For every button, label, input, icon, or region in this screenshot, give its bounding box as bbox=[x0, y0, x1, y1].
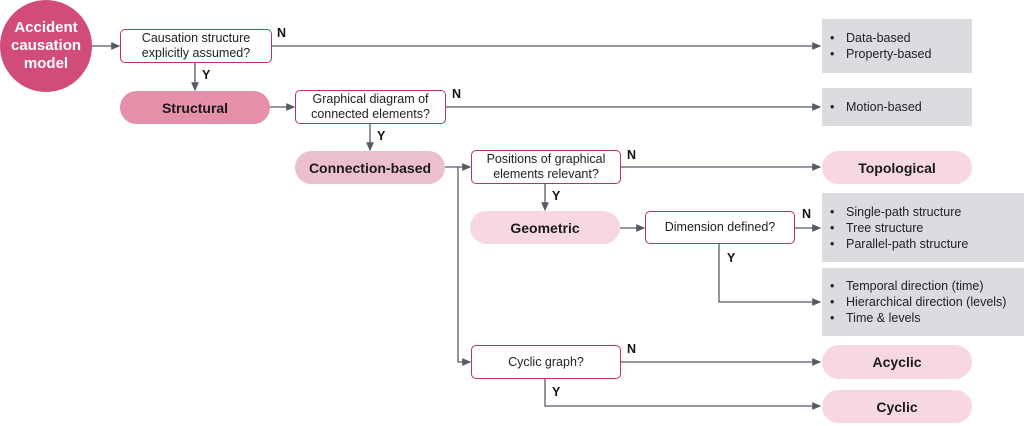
category-connection-based-label: Connection-based bbox=[308, 159, 432, 176]
arrow-cyclic-yes bbox=[544, 379, 822, 410]
category-structural-label: Structural bbox=[161, 99, 229, 116]
question-graphical-diagram: Graphical diagram of connected elements? bbox=[295, 90, 446, 124]
category-geometric-label: Geometric bbox=[510, 219, 580, 236]
branch-label-yes: Y bbox=[552, 189, 561, 203]
list-item: Motion-based bbox=[830, 99, 922, 115]
list-item: Tree structure bbox=[830, 220, 968, 236]
list-item: Single-path structure bbox=[830, 204, 968, 220]
list-dimension-undefined: Single-path structure Tree structure Par… bbox=[822, 193, 1024, 262]
list-dimension-defined: Temporal direction (time) Hierarchical d… bbox=[822, 268, 1024, 336]
question-dimension-label: Dimension defined? bbox=[664, 220, 776, 234]
branch-label-yes: Y bbox=[552, 385, 561, 399]
branch-label-yes: Y bbox=[202, 68, 211, 82]
list-item: Hierarchical direction (levels) bbox=[830, 294, 1006, 310]
list-item: Temporal direction (time) bbox=[830, 278, 1006, 294]
question-graphical-label: Graphical diagram of connected elements? bbox=[311, 92, 430, 121]
list-item: Parallel-path structure bbox=[830, 236, 968, 252]
start-node-label: Accident causation model bbox=[11, 19, 82, 72]
list-non-structural: Data-based Property-based bbox=[822, 19, 972, 73]
branch-label-no: N bbox=[802, 207, 812, 221]
branch-label-yes: Y bbox=[727, 251, 736, 265]
category-cyclic-label: Cyclic bbox=[876, 398, 918, 415]
branch-label-yes: Y bbox=[377, 129, 386, 143]
question-causation-structure: Causation structure explicitly assumed? bbox=[120, 29, 272, 63]
list-item: Data-based bbox=[830, 30, 931, 46]
category-topological: Topological bbox=[822, 151, 972, 184]
question-dimension-defined: Dimension defined? bbox=[645, 211, 795, 244]
question-causation-label: Causation structure explicitly assumed? bbox=[141, 31, 251, 60]
category-connection-based: Connection-based bbox=[295, 151, 445, 184]
question-positions-relevant: Positions of graphical elements relevant… bbox=[471, 150, 621, 184]
list-non-graphical: Motion-based bbox=[822, 88, 972, 126]
category-cyclic: Cyclic bbox=[822, 390, 972, 423]
arrow-connection-to-cyclic bbox=[457, 167, 472, 366]
question-cyclic-graph: Cyclic graph? bbox=[471, 345, 621, 379]
arrow-dimension-yes bbox=[718, 244, 822, 306]
list-item: Time & levels bbox=[830, 310, 1006, 326]
question-cyclic-label: Cyclic graph? bbox=[508, 354, 584, 369]
category-topological-label: Topological bbox=[858, 159, 936, 176]
category-acyclic: Acyclic bbox=[822, 345, 972, 379]
category-acyclic-label: Acyclic bbox=[872, 354, 922, 370]
start-node-accident-causation-model: Accident causation model bbox=[0, 0, 92, 92]
branch-label-no: N bbox=[627, 342, 637, 356]
question-positions-label: Positions of graphical elements relevant… bbox=[486, 152, 606, 181]
category-structural: Structural bbox=[120, 91, 270, 124]
list-item: Property-based bbox=[830, 46, 931, 62]
branch-label-no: N bbox=[452, 87, 462, 101]
category-geometric: Geometric bbox=[470, 211, 620, 244]
branch-label-no: N bbox=[277, 26, 287, 40]
branch-label-no: N bbox=[627, 148, 637, 162]
